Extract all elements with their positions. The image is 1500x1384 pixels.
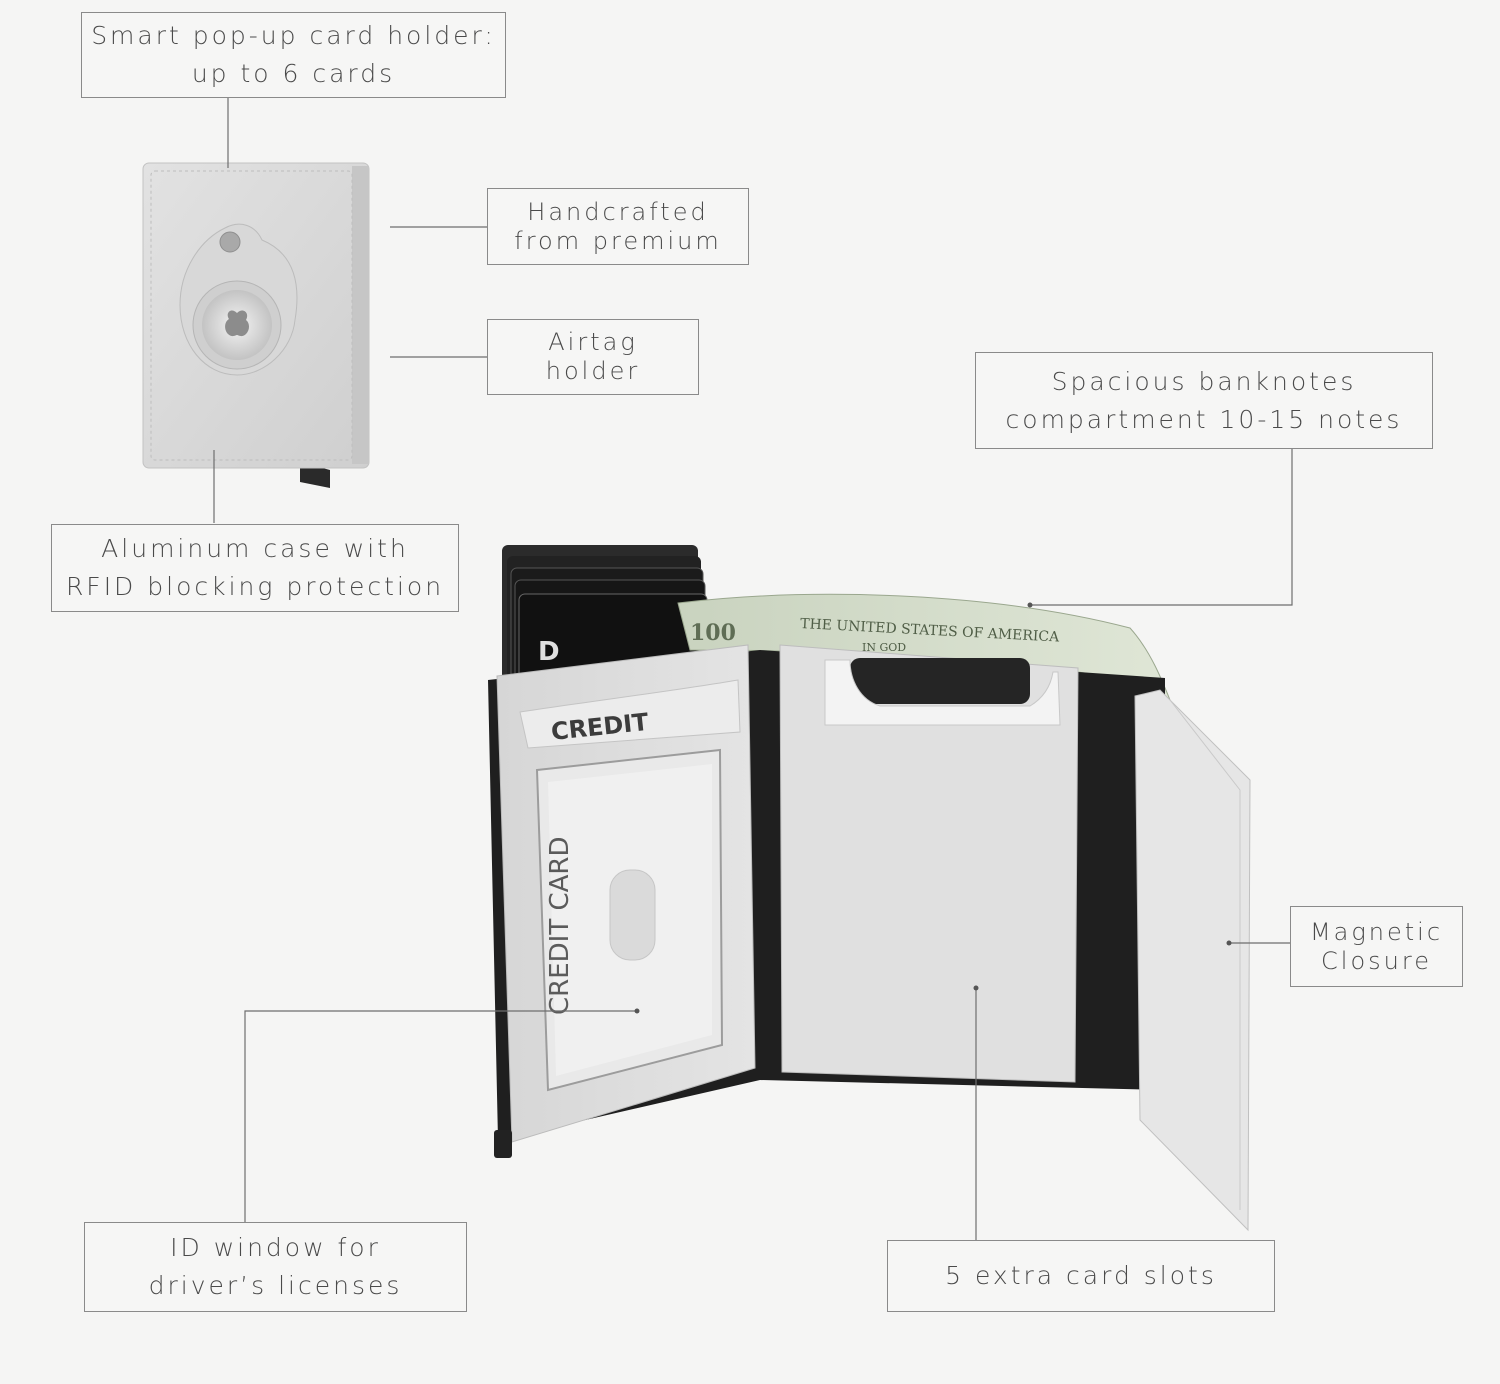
callout-magnetic: Magnetic Closure <box>1290 906 1463 987</box>
callout-line: driver’s licenses <box>148 1271 403 1300</box>
callout-card-slots: 5 extra card slots <box>887 1240 1275 1312</box>
callout-line: up to 6 cards <box>191 59 396 88</box>
banknote-denomination: 100 <box>690 620 736 646</box>
callout-line: Airtag <box>548 328 638 356</box>
airtag-icon <box>179 223 298 376</box>
closed-wallet <box>142 162 370 488</box>
credit-card-vertical-text: CREDIT CARD <box>545 836 575 1015</box>
leader-dots <box>634 602 1232 1014</box>
callout-handcrafted: Handcrafted from premium <box>487 188 749 265</box>
callout-line: compartment 10-15 notes <box>1005 404 1403 434</box>
callout-id-window: ID window for driver’s licenses <box>84 1222 467 1312</box>
callout-aluminum: Aluminum case with RFID blocking protect… <box>51 524 459 612</box>
callout-line: Spacious banknotes <box>1051 366 1357 396</box>
center-card-panel <box>779 644 1079 1083</box>
leader-lines <box>213 97 1293 1240</box>
callout-banknotes: Spacious banknotes compartment 10-15 not… <box>975 352 1433 449</box>
callout-line: RFID blocking protection <box>65 572 445 601</box>
callout-line: Aluminum case with <box>101 534 409 563</box>
callout-line: Handcrafted <box>527 197 709 226</box>
open-wallet: D 100 THE UNITED STATES OF AMERICA IN GO… <box>488 545 1251 1232</box>
banknote: 100 THE UNITED STATES OF AMERICA IN GOD <box>677 593 1172 702</box>
callout-line: Closure <box>1321 946 1432 975</box>
banknote-sub-text: IN GOD <box>862 641 906 654</box>
svg-text:D: D <box>538 637 560 667</box>
callout-line: Magnetic <box>1309 917 1444 946</box>
callout-line: ID window for <box>170 1233 381 1262</box>
id-window-panel: CREDIT CREDIT CARD <box>496 644 756 1143</box>
magnetic-flap <box>1134 689 1251 1232</box>
callout-line: from premium <box>514 226 722 255</box>
callout-line: holder <box>545 357 641 385</box>
callout-card-holder: Smart pop-up card holder: up to 6 cards <box>81 12 506 98</box>
callout-airtag: Airtag holder <box>487 319 699 395</box>
callout-line: Smart pop-up card holder: <box>91 21 496 50</box>
callout-line: 5 extra card slots <box>945 1261 1217 1290</box>
